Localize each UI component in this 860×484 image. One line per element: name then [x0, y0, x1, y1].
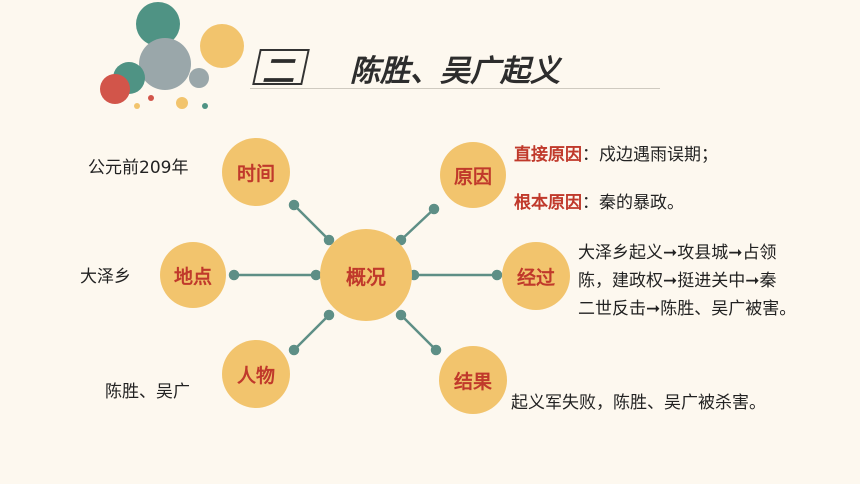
time-value: 公元前209年: [88, 158, 189, 178]
decor-dot-teal: [202, 103, 208, 109]
node-cause: 原因: [440, 142, 506, 208]
cause-direct: 直接原因：戍边遇雨误期；: [514, 140, 718, 165]
title-bar: 二 陈胜、吴广起义: [250, 44, 660, 90]
page-title: 陈胜、吴广起义: [350, 54, 560, 89]
title-underline: [250, 88, 660, 89]
decor-circle-yellow-large: [200, 24, 244, 68]
center-node: 概况: [320, 229, 412, 321]
decor-dot-yellow-2: [176, 97, 188, 109]
node-result: 结果: [439, 346, 507, 414]
title-number: 二: [262, 52, 295, 90]
decor-circle-red: [100, 74, 130, 104]
node-people: 人物: [222, 340, 290, 408]
node-process: 经过: [502, 242, 570, 310]
node-place: 地点: [160, 242, 226, 308]
cause-direct-value: ：戍边遇雨误期；: [582, 145, 718, 165]
connector-people: [293, 314, 330, 351]
cause-root-value: ：秦的暴政。: [582, 193, 684, 213]
process-line: 陈，建政权➞挺进关中➞秦: [578, 271, 777, 291]
decor-circle-gray-large: [139, 38, 191, 90]
connector-time: [293, 204, 330, 241]
connector-result: [400, 314, 437, 351]
process-line: 大泽乡起义➞攻县城➞占领: [578, 243, 777, 263]
connector-cause: [400, 208, 435, 241]
process-line: 二世反击➞陈胜、吴广被害。: [578, 299, 797, 319]
result-value: 起义军失败，陈胜、吴广被杀害。: [511, 393, 766, 413]
place-value: 大泽乡: [80, 267, 131, 287]
decor-dot-red: [148, 95, 154, 101]
cause-direct-label: 直接原因: [514, 145, 582, 165]
cause-root-label: 根本原因: [514, 193, 582, 213]
decor-dot-yellow-1: [134, 103, 140, 109]
process-text: 大泽乡起义➞攻县城➞占领 陈，建政权➞挺进关中➞秦 二世反击➞陈胜、吴广被害。: [578, 239, 858, 323]
cause-root: 根本原因：秦的暴政。: [514, 188, 684, 213]
people-value: 陈胜、吴广: [105, 382, 190, 402]
decor-circle-gray-small: [189, 68, 209, 88]
node-time: 时间: [222, 138, 290, 206]
